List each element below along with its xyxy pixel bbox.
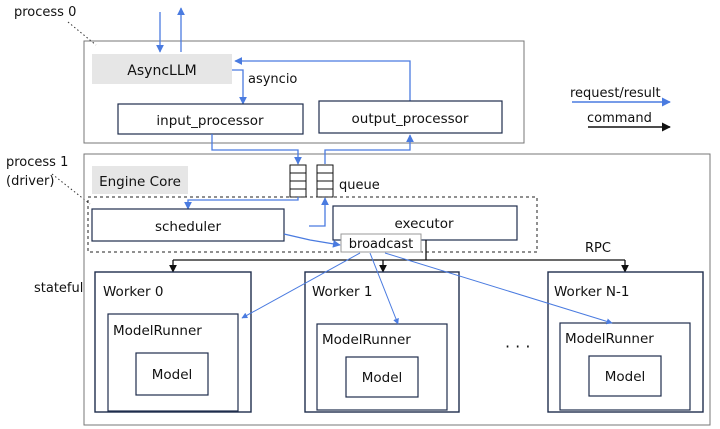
asyncllm-to-input-arrow	[232, 69, 247, 105]
output-to-asyncllm-arrow	[234, 57, 411, 101]
engine-core-box	[92, 166, 188, 194]
broadcast-to-workerN-arrow	[384, 252, 613, 325]
input-to-queue-arrow	[211, 134, 302, 165]
input-queue	[289, 164, 307, 198]
output-processor-label: output_processor	[352, 111, 469, 127]
input-processor-box	[117, 103, 304, 135]
process1-frame	[83, 153, 711, 426]
worker-title: Worker 0	[103, 284, 163, 300]
process1-label: process 1	[6, 155, 68, 170]
model-runner-label: ModelRunner	[322, 332, 411, 348]
worker-title: Worker 1	[312, 284, 372, 300]
ellipsis-label: · · ·	[505, 337, 530, 356]
worker-title: Worker N-1	[554, 284, 629, 300]
stateful-label: stateful	[34, 281, 83, 296]
output-processor-box	[318, 100, 503, 134]
scheduler-box	[91, 208, 285, 242]
model-label: Model	[362, 370, 403, 386]
queue-label: queue	[339, 178, 380, 193]
worker-1: Worker 1 ModelRunner Model	[304, 271, 460, 413]
model-runner-label: ModelRunner	[565, 331, 654, 347]
executor-label: executor	[394, 216, 453, 232]
process0-label: process 0	[14, 5, 76, 20]
asyncllm-label: AsyncLLM	[127, 63, 196, 79]
broadcast-box	[340, 233, 422, 253]
worker-0: Worker 0 ModelRunner Model	[94, 271, 252, 413]
asyncllm-box	[92, 54, 232, 84]
input-processor-label: input_processor	[156, 113, 264, 129]
worker-n-1: Worker N-1 ModelRunner Model	[547, 271, 704, 413]
process0-dotted-line	[67, 21, 97, 46]
asyncio-label: asyncio	[248, 72, 297, 87]
scheduler-to-broadcast-arrow	[283, 233, 341, 248]
driver-label: (driver)	[6, 174, 54, 189]
process0-frame	[83, 40, 525, 144]
legend-command-label: command	[587, 111, 652, 126]
model-label: Model	[605, 369, 646, 385]
engine-core-label: Engine Core	[99, 174, 181, 190]
output-queue	[316, 164, 334, 198]
model-runner-label: ModelRunner	[113, 323, 202, 339]
model-label: Model	[152, 367, 193, 383]
broadcast-label: broadcast	[349, 237, 413, 252]
engine-core-group	[87, 196, 538, 253]
queue-to-scheduler-arrow	[184, 197, 299, 210]
broadcast-to-worker1-arrow	[369, 252, 399, 325]
scheduler-to-queue-arrow	[309, 197, 329, 227]
queue-to-output-arrow	[324, 134, 414, 164]
rpc-label: RPC	[585, 241, 611, 256]
legend-request-result-label: request/result	[570, 86, 661, 101]
broadcast-to-worker0-arrow	[241, 252, 361, 319]
scheduler-label: scheduler	[155, 219, 221, 235]
